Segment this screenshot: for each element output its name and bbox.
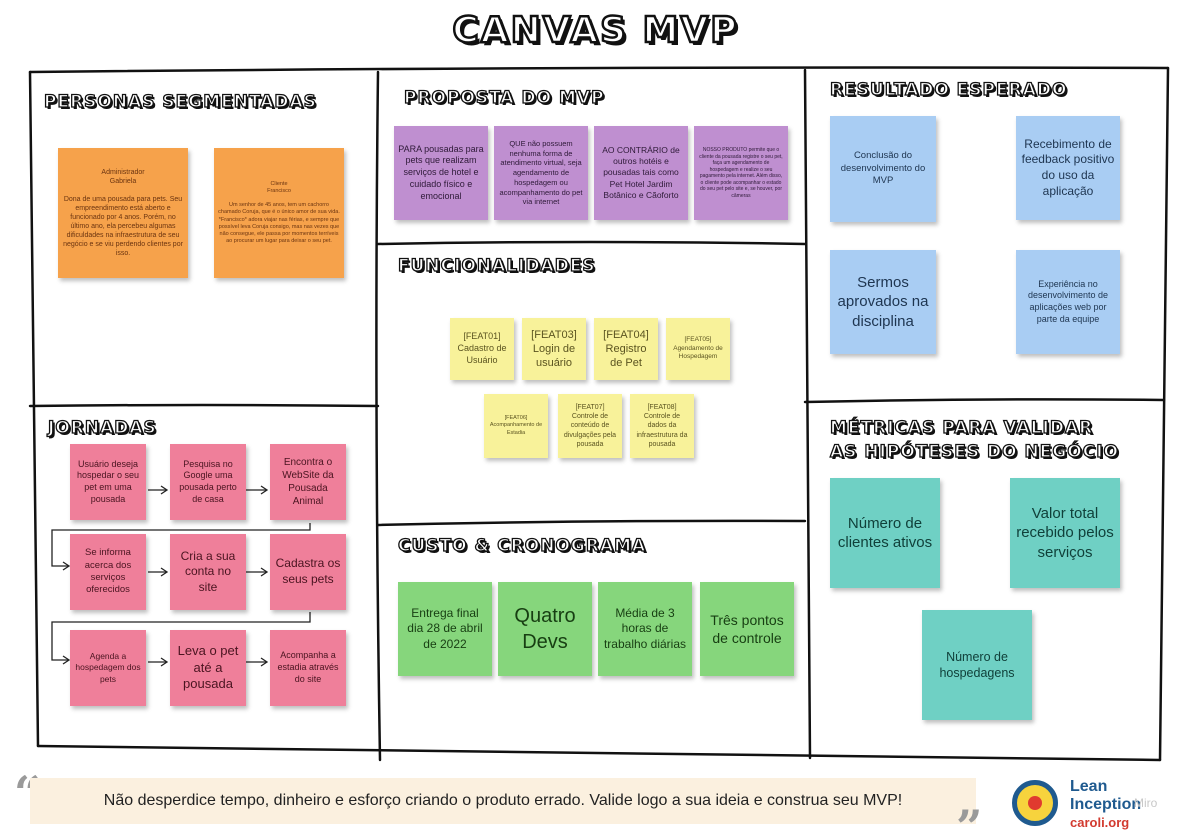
logo-line-1: Lean [1070, 778, 1108, 795]
feature-note-feat06[interactable]: [FEAT06] Acompanhamento de Estadia [484, 394, 548, 458]
journey-note-4[interactable]: Se informa acerca dos serviços oferecido… [70, 534, 146, 610]
metrica-note-valor[interactable]: Valor total recebido pelos serviços [1010, 478, 1120, 588]
persona-note-administrador[interactable]: Administrador Gabriela Dona de uma pousa… [58, 148, 188, 278]
custo-note-devs[interactable]: Quatro Devs [498, 582, 592, 676]
metricas-section-title: MÉTRICAS PARA VALIDAR AS HIPÓTESES DO NE… [829, 417, 1119, 462]
lean-inception-target-icon [1012, 780, 1058, 826]
proposta-note-que[interactable]: QUE não possuem nenhuma forma de atendim… [494, 126, 588, 220]
metrica-note-hospedagens[interactable]: Número de hospedagens [922, 610, 1032, 720]
logo-url: caroli.org [1070, 815, 1130, 830]
journey-note-5[interactable]: Cria a sua conta no site [170, 534, 246, 610]
resultado-section-title: RESULTADO ESPERADO [829, 79, 1068, 100]
journey-note-3[interactable]: Encontra o WebSite da Pousada Animal [270, 444, 346, 520]
feature-note-feat04[interactable]: [FEAT04] Registro de Pet [594, 318, 658, 380]
jornadas-section-title: JORNADAS [47, 417, 157, 438]
resultado-note-feedback[interactable]: Recebimento de feedback positivo do uso … [1016, 116, 1120, 220]
quote-close-icon: ” [956, 800, 983, 839]
custo-note-horas[interactable]: Média de 3 horas de trabalho diárias [598, 582, 692, 676]
persona-note-cliente[interactable]: Cliente Francisco Um senhor de 45 anos, … [214, 148, 344, 278]
journey-note-1[interactable]: Usuário deseja hospedar o seu pet em uma… [70, 444, 146, 520]
custo-note-pontos[interactable]: Três pontos de controle [700, 582, 794, 676]
proposta-section-title: PROPOSTA DO MVP [403, 87, 605, 108]
lean-inception-logo[interactable]: Lean Inception caroli.org Miro [1012, 778, 1182, 832]
journey-note-7[interactable]: Agenda a hospedagem dos pets [70, 630, 146, 706]
resultado-note-aprovados[interactable]: Sermos aprovados na disciplina [830, 250, 936, 354]
logo-faint-text: Miro [1134, 796, 1158, 810]
journey-note-6[interactable]: Cadastra os seus pets [270, 534, 346, 610]
feature-note-feat03[interactable]: [FEAT03] Login de usuário [522, 318, 586, 380]
personas-section-title: PERSONAS SEGMENTADAS [43, 91, 317, 112]
funcionalidades-section-title: FUNCIONALIDADES [397, 255, 596, 276]
resultado-note-conclusao[interactable]: Conclusão do desenvolvimento do MVP [830, 116, 936, 222]
feature-note-feat07[interactable]: [FEAT07] Controle de conteúdo de divulga… [558, 394, 622, 458]
metrica-note-clientes[interactable]: Número de clientes ativos [830, 478, 940, 588]
footer-message: Não desperdice tempo, dinheiro e esforço… [103, 792, 903, 809]
custo-note-entrega[interactable]: Entrega final dia 28 de abril de 2022 [398, 582, 492, 676]
feature-note-feat05[interactable]: [FEAT05] Agendamento de Hospedagem [666, 318, 730, 380]
feature-note-feat01[interactable]: [FEAT01] Cadastro de Usuário [450, 318, 514, 380]
proposta-note-nosso-produto[interactable]: NOSSO PRODUTO permite que o cliente da p… [694, 126, 788, 220]
journey-note-8[interactable]: Leva o pet até a pousada [170, 630, 246, 706]
logo-line-2: Inception [1070, 796, 1142, 813]
feature-note-feat08[interactable]: [FEAT08] Controle de dados da infraestru… [630, 394, 694, 458]
resultado-note-experiencia[interactable]: Experiência no desenvolvimento de aplica… [1016, 250, 1120, 354]
proposta-note-ao-contrario[interactable]: AO CONTRÁRIO de outros hotéis e pousadas… [594, 126, 688, 220]
custo-section-title: CUSTO & CRONOGRAMA [397, 535, 647, 556]
footer-message-bar: Não desperdice tempo, dinheiro e esforço… [30, 778, 976, 824]
proposta-note-para[interactable]: PARA pousadas para pets que realizam ser… [394, 126, 488, 220]
journey-note-9[interactable]: Acompanha a estadia através do site [270, 630, 346, 706]
journey-note-2[interactable]: Pesquisa no Google uma pousada perto de … [170, 444, 246, 520]
canvas-title: CANVAS MVP [451, 9, 739, 53]
